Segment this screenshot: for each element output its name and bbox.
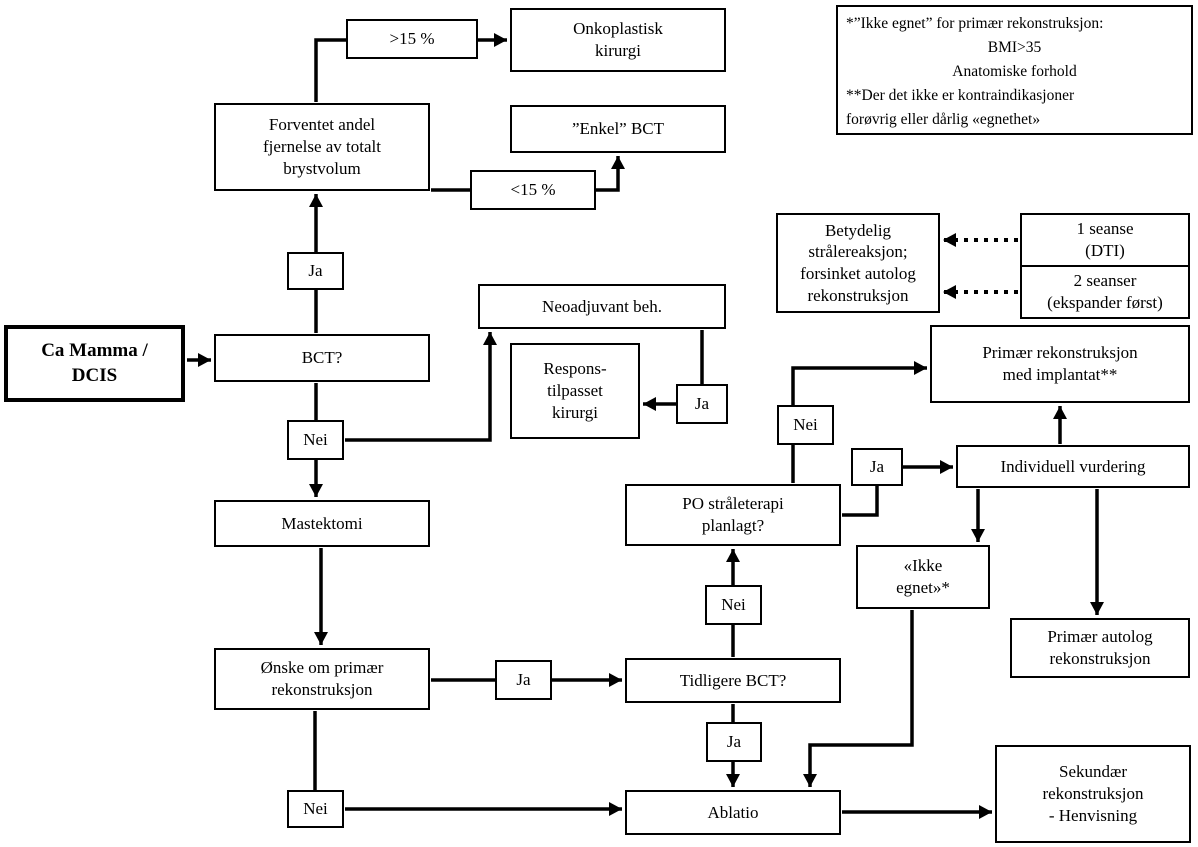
footnote-line-5: forøvrig eller dårlig «egnethet»: [846, 111, 1041, 129]
label-ja-tidligere: Ja: [706, 722, 762, 762]
node-bct-question: BCT?: [214, 334, 430, 382]
label-lt15-percent: <15 %: [470, 170, 596, 210]
label-ja-bct: Ja: [287, 252, 344, 290]
label-ja-po: Ja: [851, 448, 903, 486]
node-primaer-implantat: Primær rekonstruksjon med implantat**: [930, 325, 1190, 403]
node-2-seanser-ekspander: 2 seanser (ekspander først): [1020, 265, 1190, 319]
arrow-po-ja-to-individuell: [842, 460, 953, 517]
node-respons-tilpasset: Respons- tilpasset kirurgi: [510, 343, 640, 439]
arrow-ikkeegnet-to-ablatio: [803, 610, 914, 787]
node-onkoplastisk-kirurgi: Onkoplastisk kirurgi: [510, 8, 726, 72]
node-onske-rekonstruksjon: Ønske om primær rekonstruksjon: [214, 648, 430, 710]
node-1-seanse-dti: 1 seanse (DTI): [1020, 213, 1190, 267]
node-mastektomi: Mastektomi: [214, 500, 430, 547]
node-tidligere-bct: Tidligere BCT?: [625, 658, 841, 703]
node-ikke-egnet: «Ikke egnet»*: [856, 545, 990, 609]
node-primaer-autolog: Primær autolog rekonstruksjon: [1010, 618, 1190, 678]
label-gt15-percent: >15 %: [346, 19, 478, 59]
node-sekundaer-rekonstruksjon: Sekundær rekonstruksjon - Henvisning: [995, 745, 1191, 843]
node-po-straaleterapi: PO stråleterapi planlagt?: [625, 484, 841, 546]
label-nei-po: Nei: [777, 405, 834, 445]
node-neoadjuvant: Neoadjuvant beh.: [478, 284, 726, 329]
footnote-box: *”Ikke egnet” for primær rekonstruksjon:…: [836, 5, 1193, 135]
node-forventet-andel: Forventet andel fjernelse av totalt brys…: [214, 103, 430, 191]
label-ja-neoadjuvant: Ja: [676, 384, 728, 424]
label-nei-tidligere: Nei: [705, 585, 762, 625]
footnote-line-4: **Der det ikke er kontraindikasjoner: [846, 87, 1075, 105]
node-enkel-bct: ”Enkel” BCT: [510, 105, 726, 153]
node-ca-mamma-dcis: Ca Mamma / DCIS: [4, 325, 185, 402]
node-individuell-vurdering: Individuell vurdering: [956, 445, 1190, 488]
node-ablatio: Ablatio: [625, 790, 841, 835]
footnote-line-3: Anatomiske forhold: [952, 63, 1077, 81]
footnote-line-2: BMI>35: [987, 39, 1042, 57]
label-nei-bct: Nei: [287, 420, 344, 460]
node-betydelig-straalereaksjon: Betydelig strålereaksjon; forsinket auto…: [776, 213, 940, 313]
arrow-nei-to-neoadjuvant: [345, 332, 497, 442]
label-nei-onske: Nei: [287, 790, 344, 828]
label-ja-onske: Ja: [495, 660, 552, 700]
footnote-line-1: *”Ikke egnet” for primær rekonstruksjon:: [846, 15, 1104, 32]
